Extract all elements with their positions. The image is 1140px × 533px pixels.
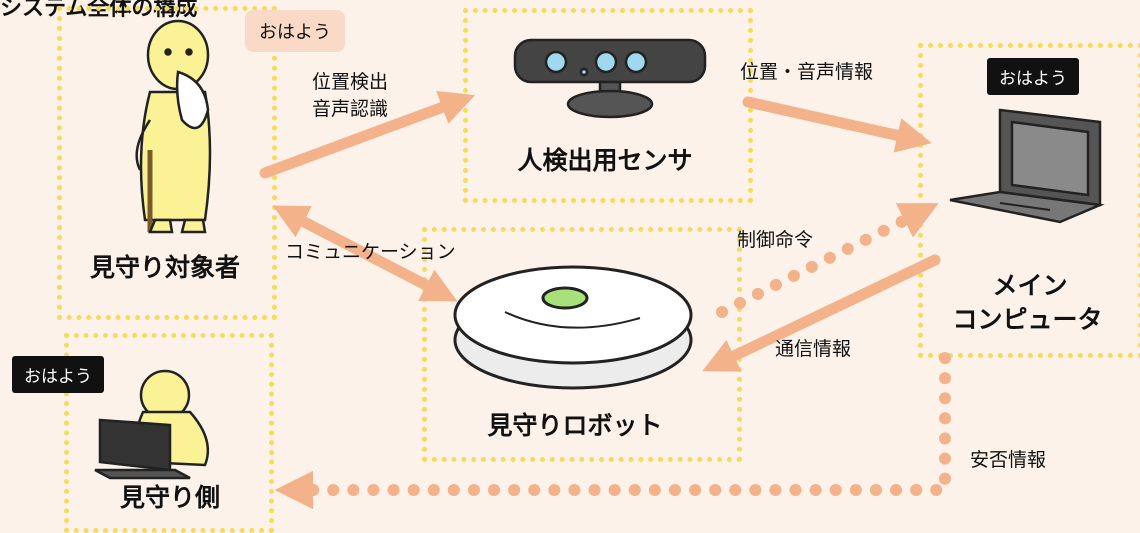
computer-label-line1: メイン bbox=[992, 271, 1068, 300]
computer-box bbox=[918, 43, 1140, 358]
arrow-computer-to-robot bbox=[702, 254, 941, 372]
person-box bbox=[57, 6, 277, 320]
arrow-person-to-sensor bbox=[259, 90, 476, 179]
edge-label-communication: コミュニケーション bbox=[285, 241, 456, 263]
computer-label-line2: コンピュータ bbox=[952, 305, 1103, 334]
arrow-sensor-to-computer bbox=[742, 96, 932, 153]
elderly-person-icon bbox=[135, 19, 212, 234]
edge-label-control-command: 制御命令 bbox=[737, 229, 814, 251]
watcher-icon bbox=[94, 369, 210, 480]
sensor-icon bbox=[513, 38, 707, 119]
arrow-robot-to-computer bbox=[716, 203, 939, 318]
arrow-person-robot bbox=[272, 205, 458, 302]
sensor-label: 人検出用センサ bbox=[517, 146, 693, 175]
edge-label-voice-recognition: 音声認識 bbox=[312, 98, 389, 120]
arrow-computer-to-watcher bbox=[274, 352, 951, 510]
robot-label: 見守りロボット bbox=[487, 411, 663, 440]
edge-label-communication-info: 通信情報 bbox=[775, 338, 852, 360]
computer-speech-bubble: おはよう bbox=[987, 58, 1079, 95]
robot-icon bbox=[453, 265, 693, 390]
edge-label-safety-info: 安否情報 bbox=[970, 449, 1047, 471]
laptop-icon bbox=[949, 108, 1105, 224]
watcher-label: 見守り側 bbox=[119, 483, 220, 512]
person-speech-bubble: おはよう bbox=[245, 10, 345, 52]
edge-label-position-detect: 位置検出 bbox=[312, 71, 389, 93]
watcher-speech-bubble: おはよう bbox=[12, 356, 104, 393]
person-label: 見守り対象者 bbox=[89, 253, 240, 282]
edge-label-position-voice-info: 位置・音声情報 bbox=[740, 61, 874, 83]
